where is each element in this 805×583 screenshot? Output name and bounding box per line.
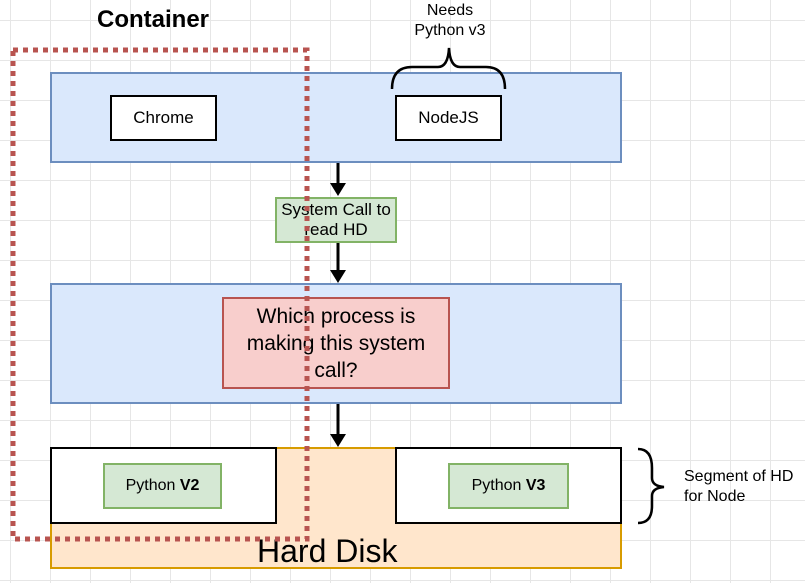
hard-disk-label: Hard Disk (257, 533, 398, 569)
syscall-line-1: System Call to (281, 200, 391, 219)
python-v3-version: V3 (525, 477, 546, 494)
needs-line-2: Python v3 (414, 22, 486, 39)
container-outline (10, 47, 310, 542)
python-v2-version: V2 (179, 477, 200, 494)
question-line-3: call? (314, 358, 358, 382)
kernel-question-box: Which process is making this system call… (222, 297, 450, 389)
system-call-box: System Call to read HD (275, 197, 397, 243)
arrow-syscall-to-kernel (330, 243, 346, 283)
right-brace-icon (637, 447, 665, 525)
nodejs-process[interactable]: NodeJS (395, 95, 502, 141)
segment-note-line-2: for Node (684, 488, 746, 505)
needs-line-1: Needs (426, 2, 474, 19)
arrow-app-to-syscall (330, 163, 346, 196)
question-line-1: Which process is (256, 304, 416, 328)
python-v2-box: Python V2 (103, 463, 222, 509)
container-title: Container (97, 6, 210, 33)
segment-note-line-1: Segment of HD (684, 468, 794, 485)
chrome-process[interactable]: Chrome (110, 95, 217, 141)
arrow-kernel-to-disk (330, 404, 346, 447)
python-v3-prefix: Python (471, 477, 526, 494)
needs-python-note: Needs Python v3 (395, 0, 505, 42)
question-line-2: making this system (246, 331, 426, 355)
python-v2-prefix: Python (125, 477, 180, 494)
syscall-line-2: read HD (304, 220, 368, 239)
segment-note: Segment of HD for Node (684, 467, 793, 507)
top-brace-icon (390, 47, 507, 90)
python-v3-box: Python V3 (448, 463, 569, 509)
